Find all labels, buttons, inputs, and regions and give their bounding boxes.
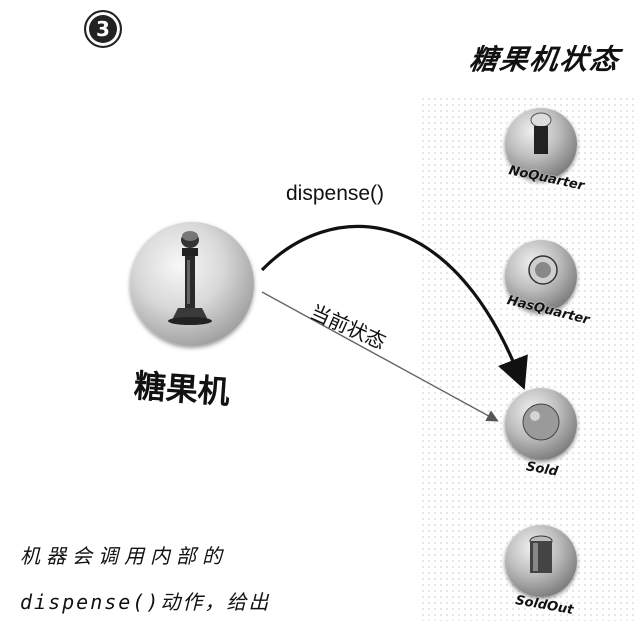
state-hasquarter-node: [505, 240, 577, 312]
current-state-arrow: [261, 291, 499, 422]
quarter-coin-icon: [528, 255, 558, 285]
noquarter-icon: [530, 112, 552, 154]
gumball-icon: [522, 403, 560, 441]
caption-line-2: dispense()动作，给出: [20, 590, 271, 614]
gumball-machine-label: 糖果机: [132, 366, 232, 412]
state-noquarter-node: [505, 108, 577, 180]
gumball-machine-node: [130, 222, 254, 346]
dispense-transition-arrow: [260, 224, 528, 390]
state-soldout-node: [505, 525, 577, 597]
state-sold-node: [505, 388, 577, 460]
caption-line-1: 机器会调用内部的: [20, 544, 228, 568]
empty-machine-icon: [529, 535, 553, 573]
step-number-badge: 3: [84, 10, 122, 48]
dispense-action-label: dispense(): [286, 182, 385, 205]
gumball-machine-icon: [168, 231, 212, 325]
